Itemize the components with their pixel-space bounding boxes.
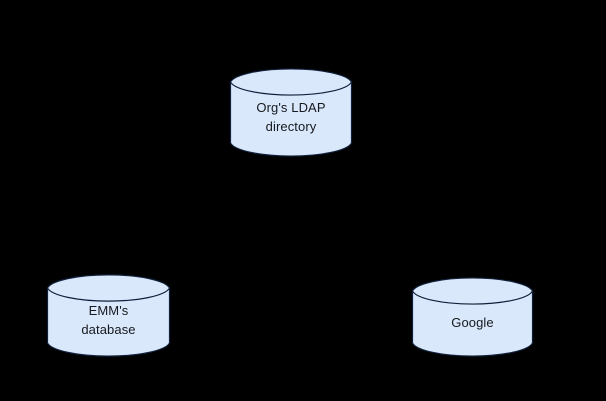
diagram-node-google[interactable]: Google <box>411 276 534 358</box>
diagram-node-ldap[interactable]: Org's LDAP directory <box>229 67 353 158</box>
database-cylinder-icon <box>411 277 534 357</box>
diagram-node-emm[interactable]: EMM's database <box>46 273 171 358</box>
database-cylinder-icon <box>46 274 171 357</box>
database-cylinder-icon <box>229 68 353 157</box>
